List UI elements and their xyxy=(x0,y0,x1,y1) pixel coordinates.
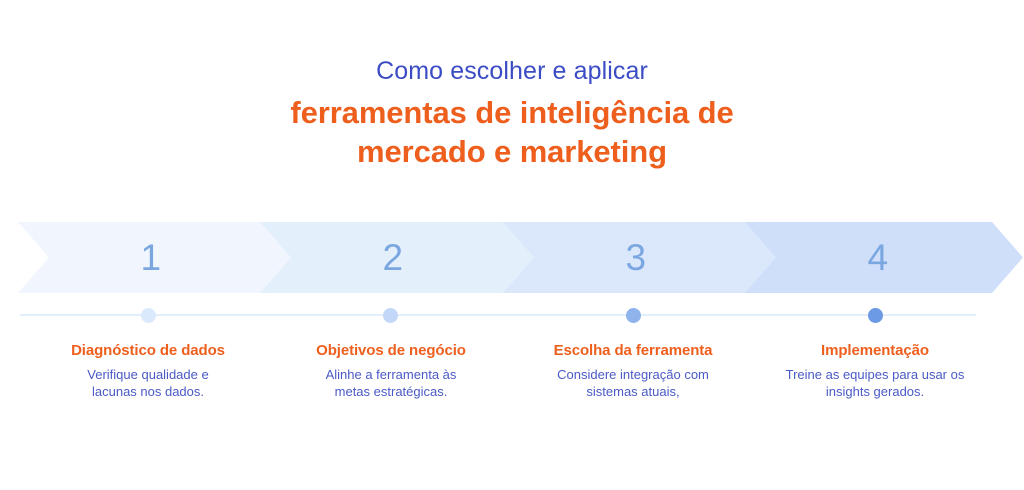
title-subtitle: Como escolher e aplicar xyxy=(376,57,648,85)
process-chevron-2[interactable]: 2 xyxy=(260,222,538,293)
step-description-line-1: Verifique qualidade e xyxy=(87,367,209,382)
chevron-number-1: 1 xyxy=(140,237,162,278)
step-description-line-2: metas estratégicas. xyxy=(334,384,448,399)
step-description-line-1: Considere integração com xyxy=(557,367,709,382)
process-chevron-3[interactable]: 3 xyxy=(503,222,781,293)
step-description-2: Alinhe a ferramenta às metas estratégicas… xyxy=(268,366,514,400)
headline-line-2: mercado e marketing xyxy=(357,134,667,169)
step-description-1: Verifique qualidade e lacunas nos dados. xyxy=(25,366,271,400)
process-dot-4[interactable] xyxy=(868,308,883,323)
title-headline: ferramentas de inteligência de mercado e… xyxy=(0,93,1024,171)
step-description-4: Treine as equipes para usar os insights g… xyxy=(752,366,998,400)
step-description-line-2: sistemas atuais, xyxy=(586,384,680,399)
step-description-3: Considere integração com sistemas atuais, xyxy=(510,366,756,400)
process-chevron-4[interactable]: 4 xyxy=(745,222,1023,293)
chevron-number-4: 4 xyxy=(867,237,889,278)
step-title-3: Escolha da ferramenta xyxy=(553,342,713,359)
process-dot-2[interactable] xyxy=(383,308,398,323)
step-description-line-1: Treine as equipes para usar os xyxy=(785,367,965,382)
step-description-line-2: lacunas nos dados. xyxy=(91,384,205,399)
process-chevron-1[interactable]: 1 xyxy=(18,222,296,293)
step-title-2: Objetivos de negócio xyxy=(316,342,466,359)
headline-line-1: ferramentas de inteligência de xyxy=(290,95,734,130)
step-title-4: Implementação xyxy=(821,342,929,359)
chevron-number-2: 2 xyxy=(382,237,404,278)
step-description-line-1: Alinhe a ferramenta às xyxy=(325,367,457,382)
process-chevron-band: 1 2 3 4 xyxy=(0,222,1024,293)
page-title: Como escolher e aplicar ferramentas de i… xyxy=(0,56,1024,171)
step-title-1: Diagnóstico de dados xyxy=(71,342,225,359)
process-connector-line xyxy=(20,314,976,316)
step-description-line-2: insights gerados. xyxy=(825,384,925,399)
chevron-number-3: 3 xyxy=(625,237,647,278)
process-dot-1[interactable] xyxy=(141,308,156,323)
process-dot-3[interactable] xyxy=(626,308,641,323)
